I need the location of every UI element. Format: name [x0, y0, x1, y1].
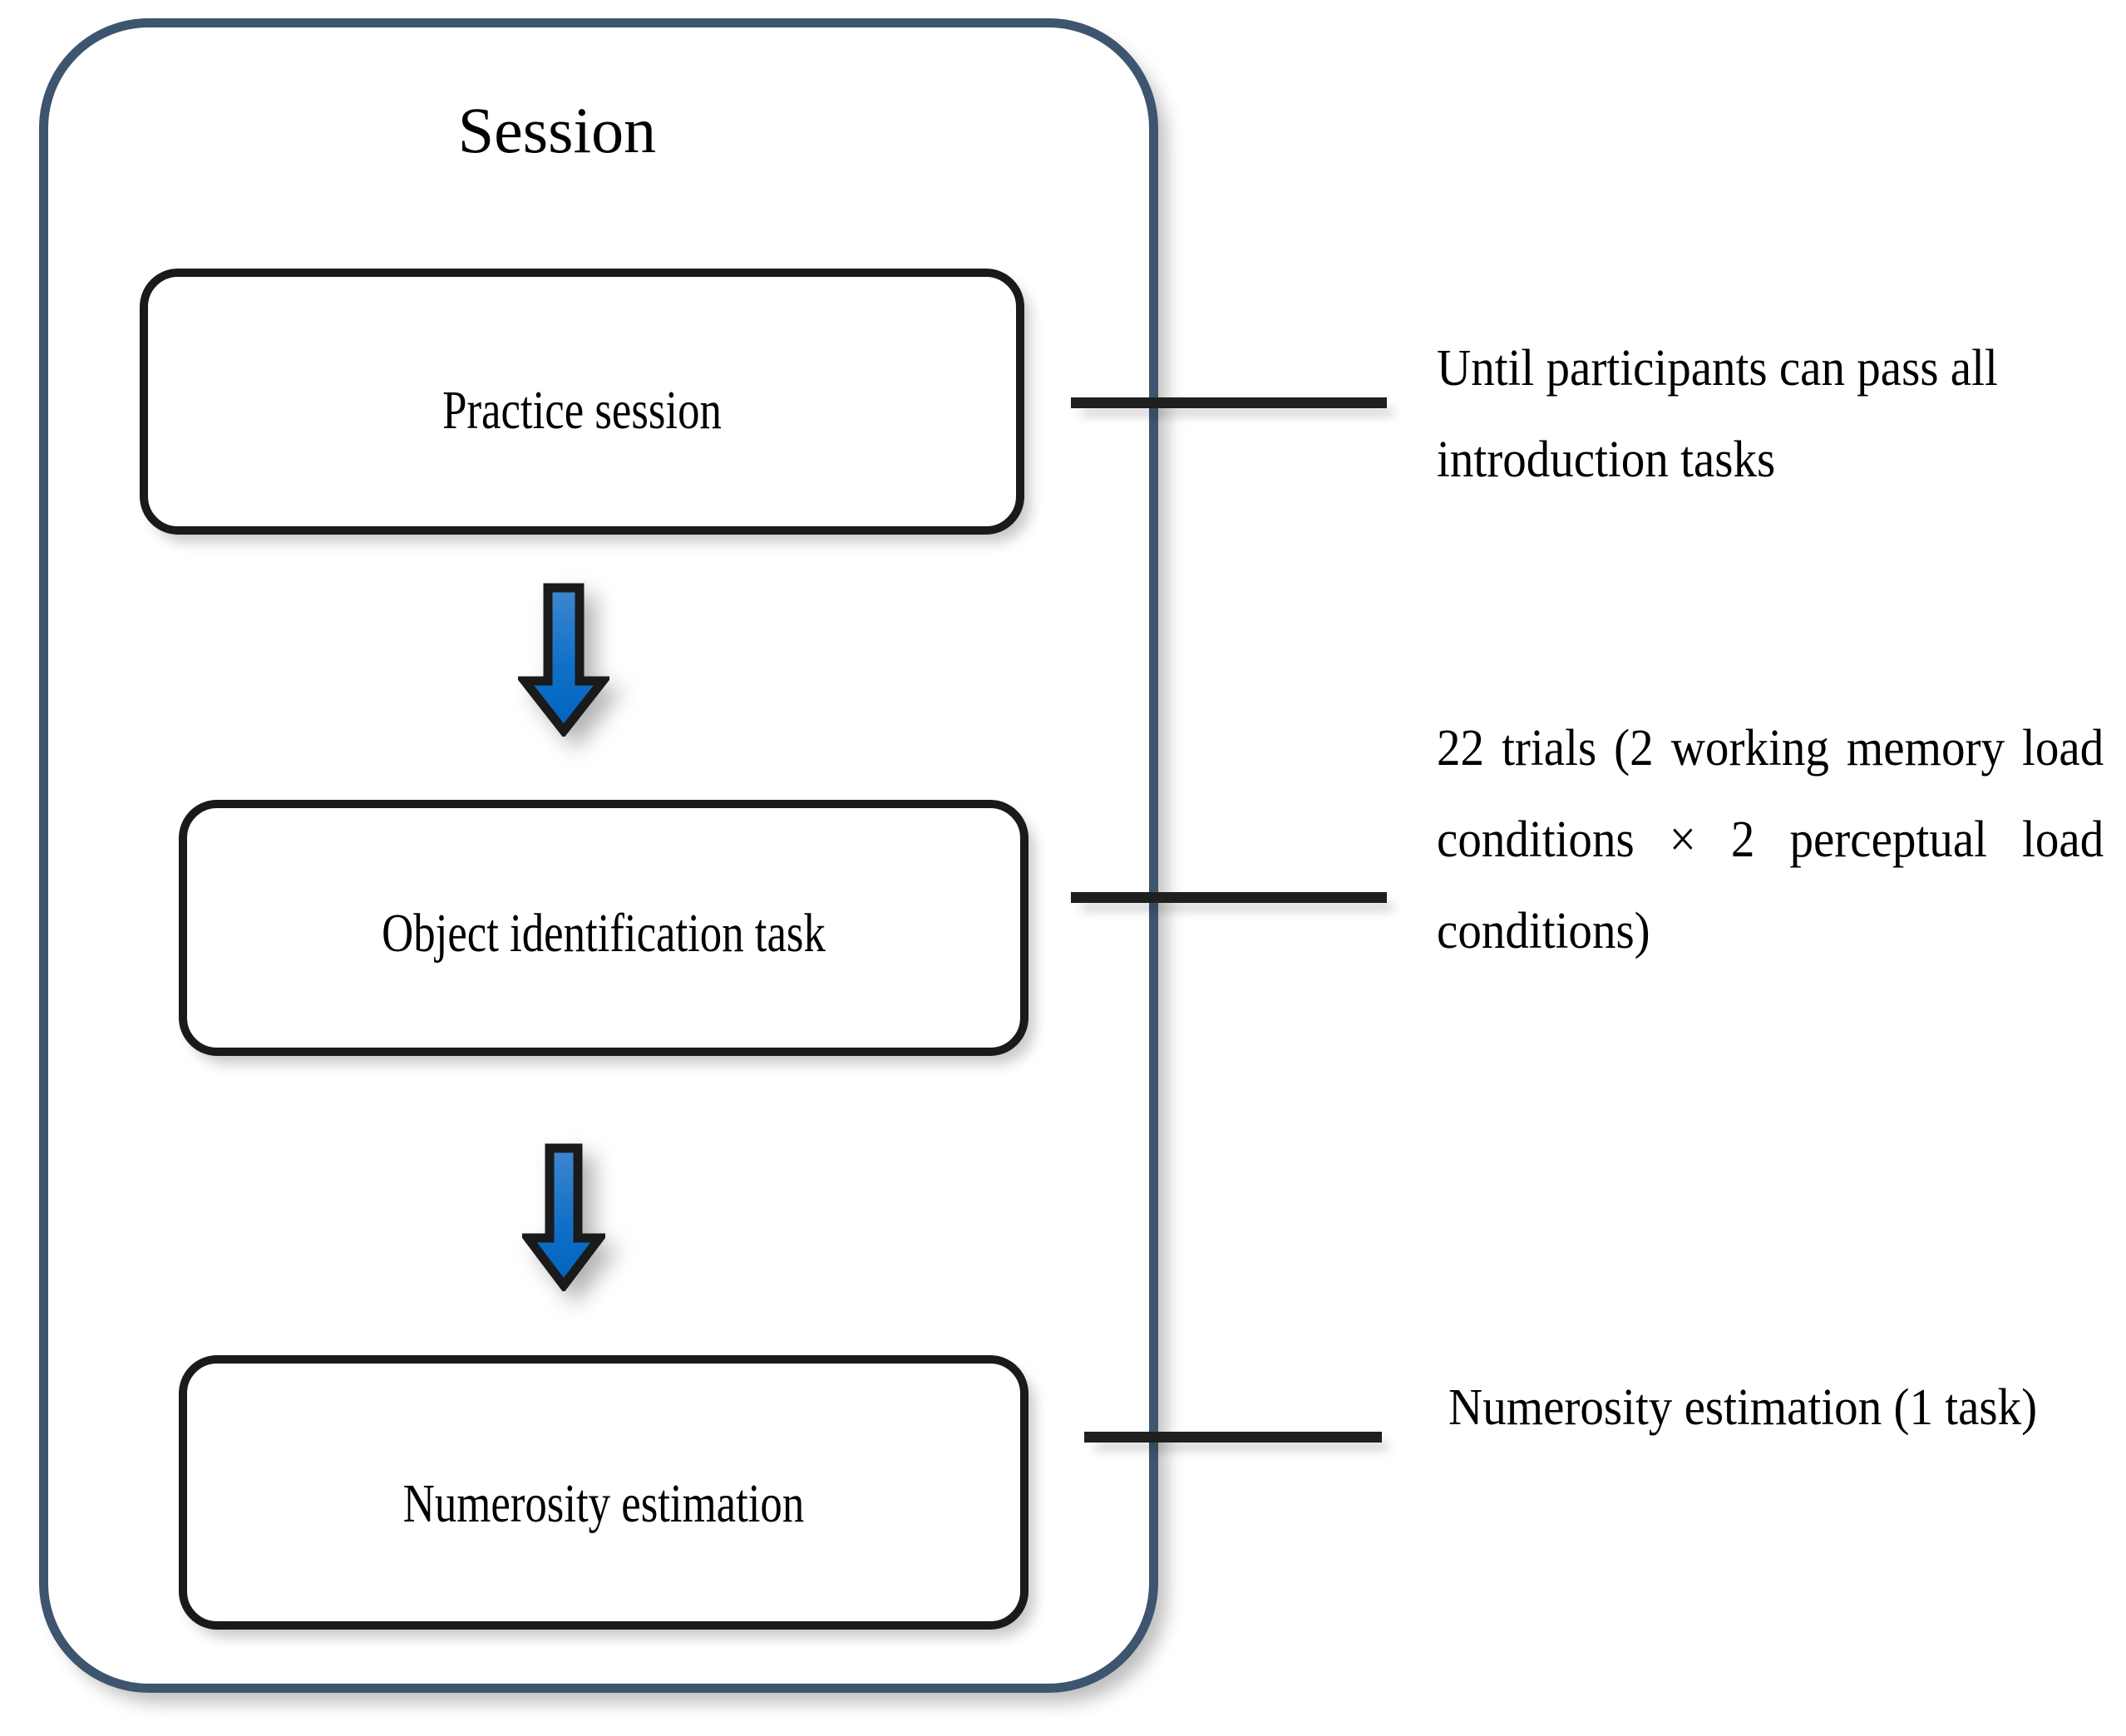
connector-line-numerosity-estimation: [1084, 1432, 1382, 1443]
connector-line-object-identification-task: [1071, 892, 1387, 903]
step-label-object-identification-task: Object identification task: [382, 903, 826, 964]
session-container: [39, 18, 1158, 1693]
session-title: Session: [457, 94, 657, 166]
step-label-numerosity-estimation: Numerosity estimation: [402, 1473, 805, 1534]
down-arrow-icon: [515, 583, 613, 738]
connector-line-practice-session: [1071, 397, 1387, 408]
step-box-practice-session[interactable]: Practice session: [140, 269, 1024, 535]
step-label-practice-session: Practice session: [442, 380, 722, 441]
annotation-numerosity-estimation: Numerosity estimation (1 task): [1448, 1379, 2038, 1436]
annotation-object-identification-task: 22 trials (2 working memory load conditi…: [1437, 720, 2104, 959]
step-box-object-identification-task[interactable]: Object identification task: [179, 800, 1028, 1056]
step-box-numerosity-estimation[interactable]: Numerosity estimation: [179, 1355, 1028, 1630]
down-arrow-icon: [518, 1143, 609, 1294]
annotation-practice-session: Until participants can pass all introduc…: [1437, 340, 1998, 488]
